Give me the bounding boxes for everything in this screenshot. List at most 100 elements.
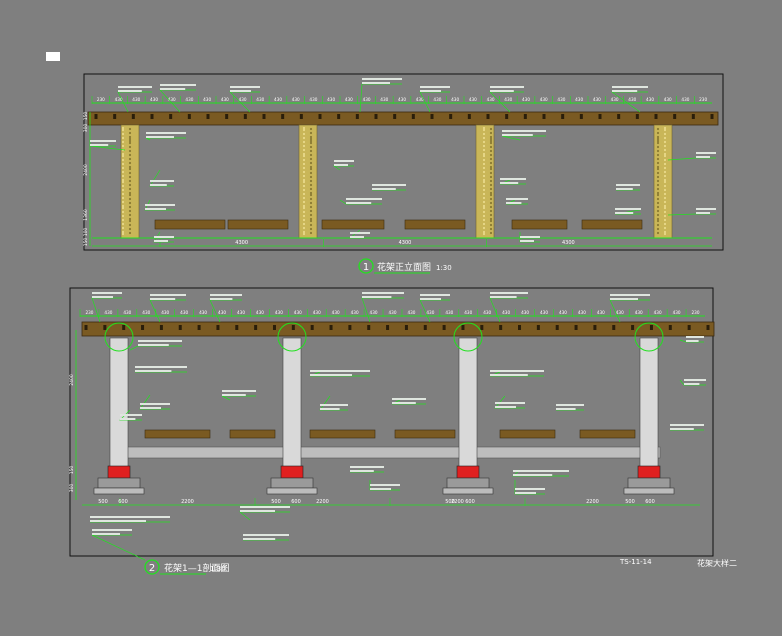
- stone-texture-dot: [489, 183, 493, 187]
- stone-texture-dot: [302, 132, 306, 136]
- rafter-end: [318, 114, 322, 119]
- note-text-line: [556, 408, 576, 410]
- stone-texture-dot: [302, 154, 306, 158]
- note-text-line: [92, 529, 132, 531]
- stone-texture-dot: [121, 204, 125, 208]
- note-text-line: [420, 294, 450, 296]
- drawing1-benches: [154, 219, 643, 230]
- note-text-line: [160, 88, 186, 90]
- dimension-text: 430: [199, 310, 207, 315]
- detail-callout-circle: [277, 322, 307, 352]
- dimension-text: 430: [168, 97, 176, 102]
- detail-callout-circle: [453, 322, 483, 352]
- note-text-line: [90, 140, 116, 142]
- note-text-line: [515, 488, 545, 490]
- note-text-line: [90, 144, 109, 146]
- stone-texture-dot: [663, 210, 667, 214]
- stone-texture-dot: [656, 191, 660, 195]
- stone-texture-dot: [121, 154, 125, 158]
- leader-line: [489, 91, 524, 113]
- note-text-line: [556, 404, 584, 406]
- stone-texture-dot: [121, 128, 125, 132]
- dimension-text: 430: [256, 97, 264, 102]
- stone-texture-dot: [482, 152, 486, 156]
- note-text-line: [372, 188, 396, 190]
- drawing2-benches: [144, 429, 636, 439]
- rafter-end: [329, 325, 333, 330]
- stone-texture-dot: [663, 148, 667, 152]
- stone-texture-dot: [128, 209, 132, 213]
- rafter-end: [235, 325, 239, 330]
- rafter-end: [542, 114, 546, 119]
- stone-texture-dot: [663, 178, 667, 182]
- rafter-end: [499, 325, 503, 330]
- footing-dimension-text: 600: [465, 499, 475, 505]
- note-text-line: [310, 374, 352, 376]
- note-text-line: [362, 78, 402, 80]
- stone-texture-dot: [663, 226, 667, 230]
- dimension-text: 430: [218, 310, 226, 315]
- stone-texture-dot: [128, 191, 132, 195]
- dimension-text: 430: [502, 310, 510, 315]
- note-text-line: [616, 184, 640, 186]
- note-text-line: [490, 292, 528, 294]
- dimension-text: 430: [142, 310, 150, 315]
- stone-texture-dot: [309, 201, 313, 205]
- drawing1-stone-columns: [120, 124, 673, 239]
- sheet-name: 花架大样二: [697, 558, 737, 568]
- stone-texture-dot: [128, 131, 132, 135]
- drawing1-top-beam: [87, 111, 719, 126]
- bench-seat: [144, 429, 211, 439]
- detail-callout-circle: [104, 322, 134, 352]
- stone-texture-dot: [663, 204, 667, 208]
- stone-texture-dot: [128, 157, 132, 161]
- note-text-line: [140, 403, 170, 405]
- stone-texture-dot: [656, 223, 660, 227]
- stone-texture-dot: [121, 174, 125, 178]
- stone-texture-dot: [656, 137, 660, 141]
- stone-texture-dot: [489, 137, 493, 141]
- bench-seat: [511, 219, 568, 230]
- note-text-line: [686, 340, 699, 342]
- dimension-text: 430: [451, 97, 459, 102]
- dimension-text: 430: [332, 310, 340, 315]
- stone-texture-dot: [489, 127, 493, 131]
- stone-texture-dot: [309, 179, 313, 183]
- dimension-text: 430: [327, 97, 335, 102]
- note-text-line: [696, 208, 716, 210]
- stone-texture-dot: [128, 217, 132, 221]
- stone-texture-dot: [309, 223, 313, 227]
- note-text-line: [392, 402, 416, 404]
- stone-texture-dot: [656, 179, 660, 183]
- stone-texture-dot: [309, 149, 313, 153]
- stone-texture-dot: [309, 217, 313, 221]
- stone-texture-dot: [656, 213, 660, 217]
- stone-texture-dot: [489, 139, 493, 143]
- stone-texture-dot: [663, 128, 667, 132]
- stone-texture-dot: [309, 193, 313, 197]
- stone-texture-dot: [482, 162, 486, 166]
- footing: [270, 477, 314, 489]
- stone-texture-dot: [128, 227, 132, 231]
- stone-texture-dot: [489, 193, 493, 197]
- drawing1-number: 1: [363, 262, 369, 273]
- stone-texture-dot: [656, 167, 660, 171]
- stone-texture-dot: [309, 165, 313, 169]
- dimension-text: 4300: [399, 240, 412, 246]
- bench-seat: [321, 219, 385, 230]
- stone-texture-dot: [302, 222, 306, 226]
- footing-dimension-text: 500: [271, 499, 281, 505]
- stone-texture-dot: [128, 167, 132, 171]
- stone-texture-dot: [482, 200, 486, 204]
- dimension-text: 430: [237, 310, 245, 315]
- note-text-line: [420, 90, 441, 92]
- stone-texture-dot: [663, 144, 667, 148]
- rafter-end: [673, 114, 677, 119]
- rafter-end: [635, 114, 639, 119]
- note-text-line: [90, 516, 170, 518]
- column-base: [107, 465, 131, 479]
- drawing2-scale: 1:30: [210, 565, 226, 573]
- stone-texture-dot: [121, 214, 125, 218]
- footing-dimension-text: 500: [445, 499, 455, 505]
